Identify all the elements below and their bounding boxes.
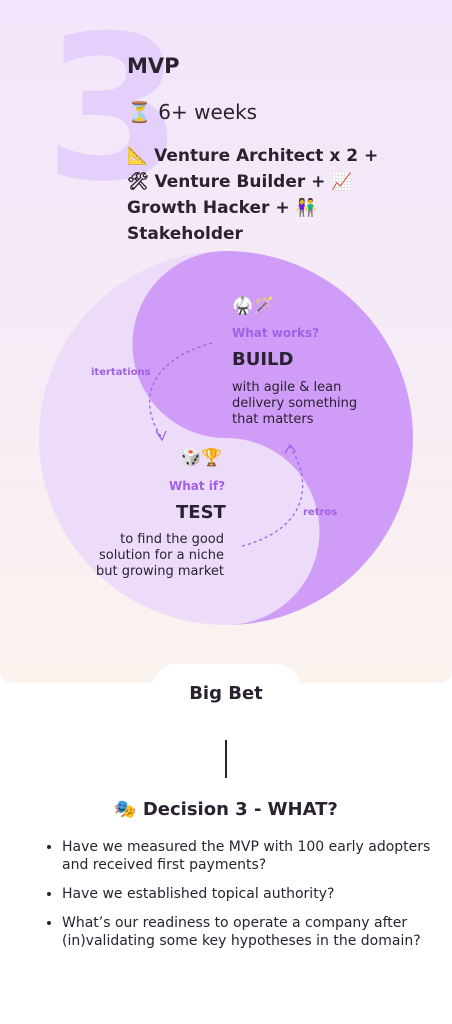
iterations-arrowhead [155, 430, 167, 442]
team-part-1: Venture Architect x 2 + [148, 146, 379, 166]
test-description: to find the good solution for a niche bu… [96, 532, 224, 579]
team-part-2: Venture Builder + [148, 172, 332, 192]
duration-text: 6+ weeks [158, 100, 258, 124]
duration: ⏳ 6+ weeks [127, 100, 257, 124]
iterations-arrow [148, 342, 213, 439]
ruler-icon: 📐 [127, 146, 149, 166]
tools-icon: 🛠 [127, 172, 149, 192]
team-part-4: Stakeholder [127, 224, 243, 244]
theater-masks-icon: 🎭 [114, 799, 137, 820]
decision-questions: Have we measured the MVP with 100 early … [46, 838, 432, 961]
test-question: What if? [169, 479, 226, 493]
stage-label: Big Bet [189, 683, 263, 704]
hourglass-icon: ⏳ [127, 100, 152, 124]
build-question: What works? [232, 326, 320, 340]
build-description: with agile & lean delivery something tha… [232, 380, 358, 427]
team-part-3: Growth Hacker + [127, 198, 296, 218]
stage-tab [152, 664, 300, 708]
chart-icon: 📈 [331, 172, 353, 192]
cycle-yin-shape [132, 251, 413, 625]
retros-label: retros [303, 507, 338, 518]
retros-arrowhead [284, 443, 297, 454]
connector-line [225, 740, 227, 778]
list-item: Have we established topical authority? [62, 885, 432, 903]
decision-title: Decision 3 - WHAT? [142, 799, 338, 820]
list-item: What’s our readiness to operate a compan… [62, 914, 432, 950]
test-emoji-icon: 🎲🏆 [180, 448, 223, 468]
people-icon: 👫 [295, 198, 317, 218]
list-item: Have we measured the MVP with 100 early … [62, 838, 432, 874]
step-number: 3 [44, 0, 183, 226]
build-test-cycle-diagram [39, 251, 413, 625]
team-composition: 📐 Venture Architect x 2 + 🛠 Venture Build… [127, 143, 427, 247]
mvp-card: 3 MVP ⏳ 6+ weeks 📐 Venture Architect x 2… [0, 0, 452, 683]
build-emoji-icon: 🥋🪄 [232, 296, 275, 316]
decision-heading: 🎭 Decision 3 - WHAT? [0, 799, 452, 820]
test-heading: TEST [176, 502, 226, 523]
build-heading: BUILD [232, 349, 294, 370]
retros-arrow [241, 446, 304, 547]
iterations-label: itertations [91, 367, 151, 378]
stage-title: MVP [127, 54, 180, 78]
